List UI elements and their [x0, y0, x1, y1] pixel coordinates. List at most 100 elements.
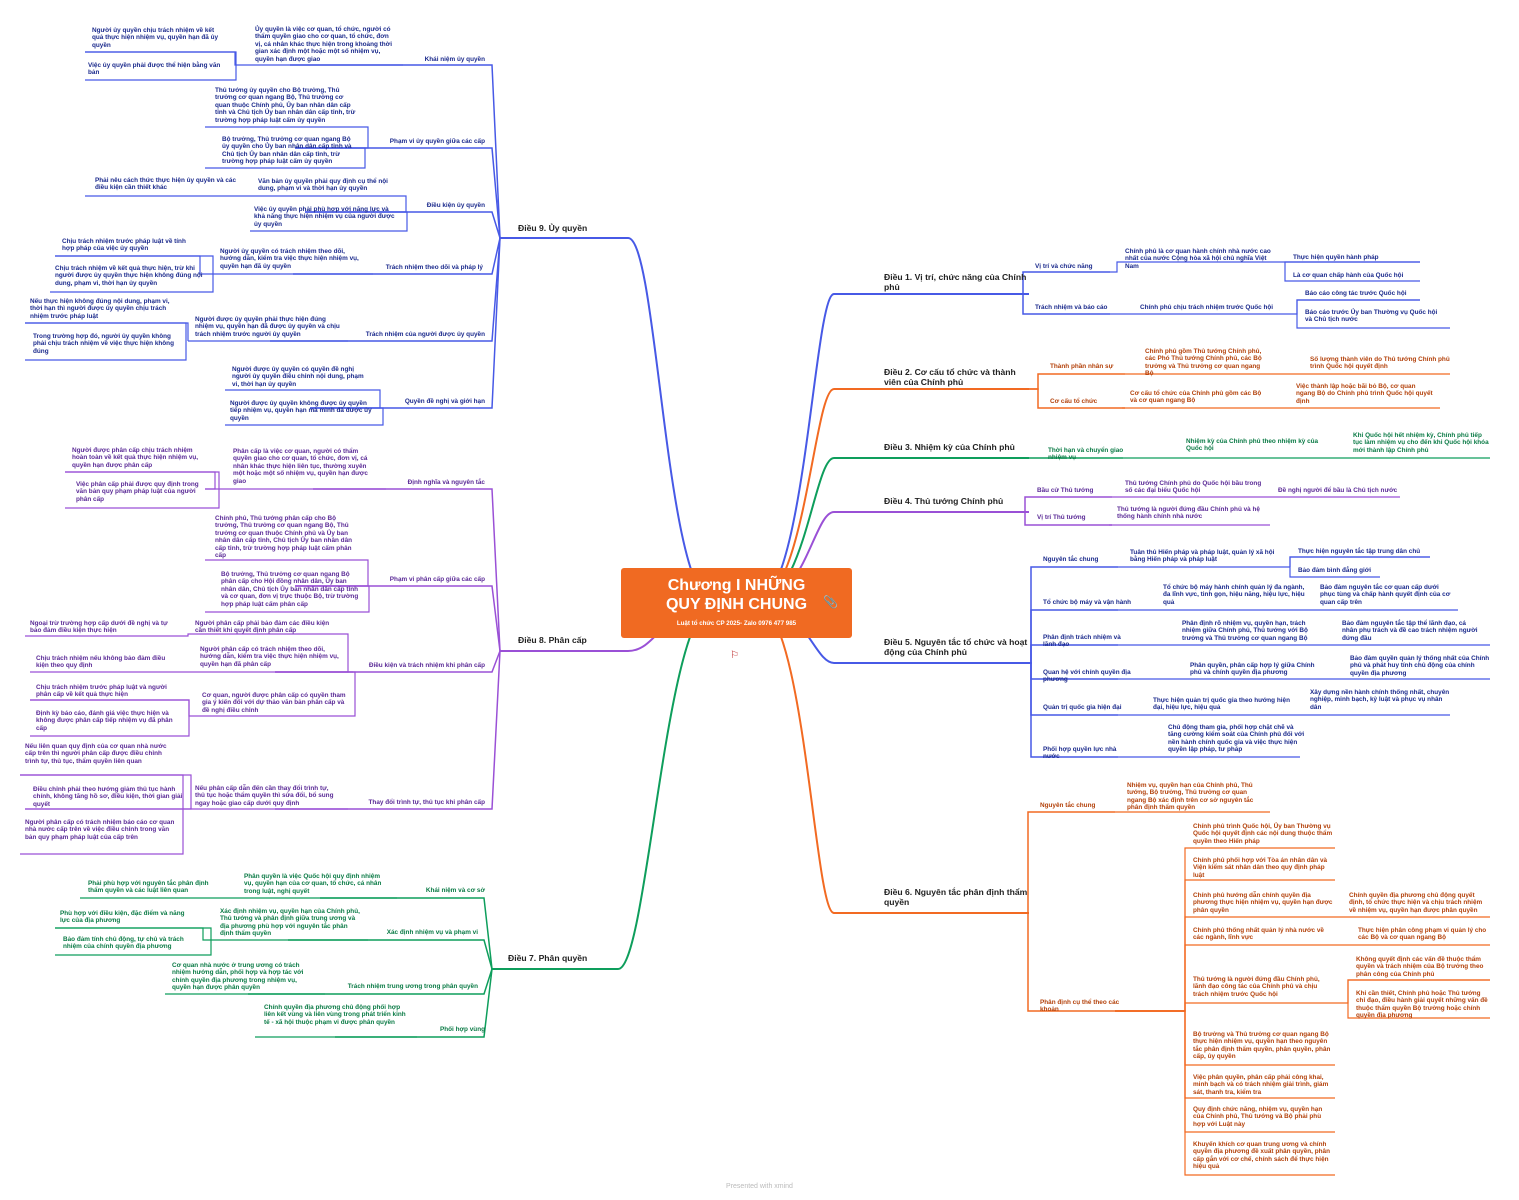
topic-l2-0[interactable]: Khái niệm và cơ sở [425, 887, 485, 894]
node-4-0-1[interactable]: Thực hiện nguyên tắc tập trung dân chủ [1298, 548, 1421, 555]
node-l0-2-2[interactable]: Việc ủy quyền phải phù hợp với năng lực … [254, 206, 395, 228]
node-l2-0-0[interactable]: Phân quyền là việc Quốc hội quy định nhi… [244, 873, 382, 895]
node-l0-2-1[interactable]: Phải nêu cách thức thực hiện ủy quyền và… [95, 177, 237, 192]
paperclip-icon[interactable]: 📎 [823, 595, 838, 609]
topic-l1-1[interactable]: Phạm vi phân cấp giữa các cấp [389, 576, 485, 583]
topic-l0-3[interactable]: Trách nhiệm theo dõi và pháp lý [385, 264, 483, 271]
node-4-0-2[interactable]: Bảo đảm bình đẳng giới [1298, 567, 1372, 574]
node-l0-0-2[interactable]: Việc ủy quyền phải được thể hiện bằng vă… [88, 62, 221, 77]
node-l1-3-3[interactable]: Người phân cấp có trách nhiệm báo cáo cơ… [25, 819, 175, 841]
topic-4-3[interactable]: Quan hệ với chính quyền địa phương [1043, 669, 1131, 684]
topic-l0-4[interactable]: Trách nhiệm của người được ủy quyền [365, 331, 485, 338]
node-l1-2-0[interactable]: Người phân cấp phải bảo đảm các điều kiệ… [195, 620, 330, 635]
node-l1-2-5[interactable]: Chịu trách nhiệm trước pháp luật và ngườ… [36, 684, 167, 699]
node-l2-3-0[interactable]: Chính quyền địa phương chủ động phối hợp… [264, 1004, 406, 1026]
node-0-1-2[interactable]: Báo cáo trước Ủy ban Thường vụ Quốc hội … [1305, 309, 1438, 324]
topic-5-0[interactable]: Nguyên tắc chung [1040, 802, 1096, 809]
node-5-1-6[interactable]: Thủ tướng là người đứng đầu Chính phủ, l… [1193, 976, 1320, 998]
node-l1-1-1[interactable]: Bộ trưởng, Thủ trưởng cơ quan ngang Bộ p… [221, 571, 359, 608]
node-3-0-1[interactable]: Đề nghị người để bầu là Chủ tịch nước [1278, 487, 1398, 494]
branch-dieu-3-label[interactable]: Điều 3. Nhiệm kỳ của Chính phủ [884, 442, 1015, 452]
node-5-1-3[interactable]: Chính quyền địa phương chủ động quyết đị… [1349, 892, 1483, 914]
node-l2-0-1[interactable]: Phải phù hợp với nguyên tắc phân định th… [88, 880, 209, 895]
node-0-0-0[interactable]: Chính phủ là cơ quan hành chính nhà nước… [1125, 248, 1271, 270]
node-l2-1-1[interactable]: Phù hợp với điều kiện, đặc điểm và năng … [60, 910, 185, 925]
node-l0-5-1[interactable]: Người được ủy quyền không được ủy quyền … [230, 400, 372, 422]
node-4-1-0[interactable]: Tổ chức bộ máy hành chính quản lý đa ngà… [1163, 584, 1305, 606]
node-l1-2-4[interactable]: Cơ quan, người được phân cấp có quyền th… [202, 692, 346, 714]
node-0-0-2[interactable]: Là cơ quan chấp hành của Quốc hội [1293, 272, 1404, 279]
node-4-3-1[interactable]: Bảo đảm quyền quản lý thống nhất của Chí… [1350, 655, 1490, 677]
node-1-0-0[interactable]: Chính phủ gồm Thủ tướng Chính phủ, các P… [1145, 348, 1262, 378]
node-l1-3-2[interactable]: Điều chỉnh phải theo hướng giảm thủ tục … [33, 786, 183, 808]
node-5-1-1[interactable]: Chính phủ phối hợp với Tòa án nhân dân v… [1193, 857, 1328, 879]
node-l1-2-1[interactable]: Ngoại trừ trường hợp cấp dưới đề nghị và… [30, 620, 168, 635]
node-l1-2-3[interactable]: Chịu trách nhiệm nếu không bảo đảm điều … [36, 655, 166, 670]
node-0-1-1[interactable]: Báo cáo công tác trước Quốc hội [1305, 290, 1407, 297]
topic-5-1[interactable]: Phân định cụ thể theo các khoản [1040, 999, 1120, 1014]
node-5-1-0[interactable]: Chính phủ trình Quốc hội, Ủy ban Thường … [1193, 823, 1333, 845]
node-0-1-0[interactable]: Chính phủ chịu trách nhiệm trước Quốc hộ… [1140, 304, 1274, 311]
node-3-0-0[interactable]: Thủ tướng Chính phủ do Quốc hội bầu tron… [1125, 480, 1262, 495]
node-4-5-0[interactable]: Chủ động tham gia, phối hợp chặt chẽ và … [1168, 724, 1305, 754]
topic-0-1[interactable]: Trách nhiệm và báo cáo [1035, 304, 1108, 311]
node-5-1-4[interactable]: Chính phủ thống nhất quản lý nhà nước về… [1193, 927, 1324, 942]
node-4-0-0[interactable]: Tuân thủ Hiến pháp và pháp luật, quản lý… [1130, 549, 1275, 564]
node-l2-1-2[interactable]: Bảo đảm tính chủ động, tự chủ và trách n… [63, 936, 184, 951]
node-1-0-1[interactable]: Số lượng thành viên do Thủ tướng Chính p… [1310, 356, 1450, 371]
node-l1-1-0[interactable]: Chính phủ, Thủ tướng phân cấp cho Bộ trư… [215, 515, 353, 560]
topic-4-5[interactable]: Phối hợp quyền lực nhà nước [1043, 746, 1117, 761]
node-l1-2-2[interactable]: Người phân cấp có trách nhiệm theo dõi, … [200, 646, 339, 668]
node-5-1-8[interactable]: Khi cần thiết, Chính phủ hoặc Thủ tướng … [1356, 990, 1488, 1020]
node-l1-3-0[interactable]: Nếu phân cấp dẫn đến cần thay đổi trình … [195, 785, 334, 807]
node-l1-0-2[interactable]: Việc phân cấp phải được quy định trong v… [76, 481, 199, 503]
topic-l2-2[interactable]: Trách nhiệm trung ương trong phân quyền [347, 983, 478, 990]
node-2-0-0[interactable]: Nhiệm kỳ của Chính phủ theo nhiệm kỳ của… [1186, 438, 1319, 453]
topic-l0-2[interactable]: Điều kiện ủy quyền [426, 202, 485, 209]
topic-l0-0[interactable]: Khái niệm ủy quyền [424, 56, 485, 63]
node-5-1-5[interactable]: Thực hiện phân công phạm vi quản lý cho … [1358, 927, 1487, 942]
topic-l1-3[interactable]: Thay đổi trình tự, thủ tục khi phân cấp [368, 799, 485, 806]
node-4-4-1[interactable]: Xây dựng nền hành chính thống nhất, chuy… [1310, 689, 1450, 711]
branch-dieu-1-label[interactable]: Điều 1. Vị trí, chức năng của Chính phủ [884, 272, 1027, 292]
node-4-2-1[interactable]: Bảo đảm nguyên tắc tập thể lãnh đạo, cá … [1342, 620, 1478, 642]
node-3-1-0[interactable]: Thủ tướng là người đứng đầu Chính phủ và… [1117, 506, 1260, 521]
node-5-1-7[interactable]: Không quyết định các vấn đề thuộc thẩm q… [1356, 956, 1484, 978]
node-4-2-0[interactable]: Phân định rõ nhiệm vụ, quyền hạn, trách … [1182, 620, 1308, 642]
node-1-1-0[interactable]: Cơ cấu tổ chức của Chính phủ gồm các Bộ … [1130, 390, 1262, 405]
node-l0-1-1[interactable]: Bộ trưởng, Thủ trưởng cơ quan ngang Bộ ủ… [222, 136, 352, 166]
node-l2-2-0[interactable]: Cơ quan nhà nước ở trung ương có trách n… [172, 962, 304, 992]
topic-l2-3[interactable]: Phối hợp vùng [439, 1026, 485, 1033]
branch-dieu-6-label[interactable]: Điều 6. Nguyên tắc phân định thẩm quyền [884, 887, 1028, 907]
node-l0-0-1[interactable]: Người ủy quyền chịu trách nhiệm về kết q… [92, 27, 219, 49]
branch-dieu-7-label[interactable]: Điều 7. Phân quyền [508, 953, 588, 963]
topic-1-1[interactable]: Cơ cấu tổ chức [1050, 398, 1098, 405]
node-5-1-9[interactable]: Bộ trưởng và Thủ trưởng cơ quan ngang Bộ… [1193, 1031, 1331, 1061]
topic-4-1[interactable]: Tổ chức bộ máy và vận hành [1043, 599, 1132, 606]
node-l0-4-1[interactable]: Nếu thực hiện không đúng nội dung, phạm … [30, 298, 170, 320]
branch-dieu-8-label[interactable]: Điều 8. Phân cấp [518, 635, 587, 645]
topic-2-0[interactable]: Thời hạn và chuyển giao nhiệm vụ [1048, 447, 1124, 462]
topic-3-0[interactable]: Bầu cử Thủ tướng [1037, 487, 1094, 494]
node-4-1-1[interactable]: Bảo đảm nguyên tắc cơ quan cấp dưới phục… [1320, 584, 1451, 606]
node-5-1-10[interactable]: Việc phân quyền, phân cấp phải công khai… [1193, 1074, 1329, 1096]
node-5-0-0[interactable]: Nhiệm vụ, quyền hạn của Chính phủ, Thủ t… [1127, 782, 1254, 812]
node-0-0-1[interactable]: Thực hiện quyền hành pháp [1293, 254, 1379, 261]
topic-l1-0[interactable]: Định nghĩa và nguyên tắc [407, 479, 485, 486]
node-l0-3-0[interactable]: Người ủy quyền có trách nhiệm theo dõi, … [220, 248, 359, 270]
topic-4-4[interactable]: Quản trị quốc gia hiện đại [1043, 704, 1122, 711]
node-4-3-0[interactable]: Phân quyền, phân cấp hợp lý giữa Chính p… [1190, 662, 1315, 677]
central-topic[interactable]: Chương I NHỮNG QUY ĐỊNH CHUNG Luật tổ ch… [621, 568, 852, 638]
node-l1-2-6[interactable]: Định kỳ báo cáo, đánh giá việc thực hiện… [36, 710, 173, 732]
branch-dieu-5-label[interactable]: Điều 5. Nguyên tắc tổ chức và hoạt động … [884, 637, 1028, 657]
node-5-1-11[interactable]: Quy định chức năng, nhiệm vụ, quyền hạn … [1193, 1106, 1323, 1128]
node-l0-3-2[interactable]: Chịu trách nhiệm về kết quả thực hiện, t… [55, 265, 203, 287]
node-l1-0-1[interactable]: Người được phân cấp chịu trách nhiệm hoà… [72, 447, 199, 469]
node-5-1-12[interactable]: Khuyến khích cơ quan trung ương và chính… [1193, 1141, 1330, 1171]
node-l0-0-0[interactable]: Ủy quyền là việc cơ quan, tổ chức, người… [255, 26, 392, 63]
node-l1-0-0[interactable]: Phân cấp là việc cơ quan, người có thẩm … [233, 448, 368, 485]
topic-4-2[interactable]: Phân định trách nhiệm và lãnh đạo [1043, 634, 1121, 649]
node-l0-5-0[interactable]: Người được ủy quyền có quyền đề nghị ngư… [232, 366, 364, 388]
topic-l2-1[interactable]: Xác định nhiệm vụ và phạm vi [386, 929, 478, 936]
topic-0-0[interactable]: Vị trí và chức năng [1035, 263, 1093, 270]
